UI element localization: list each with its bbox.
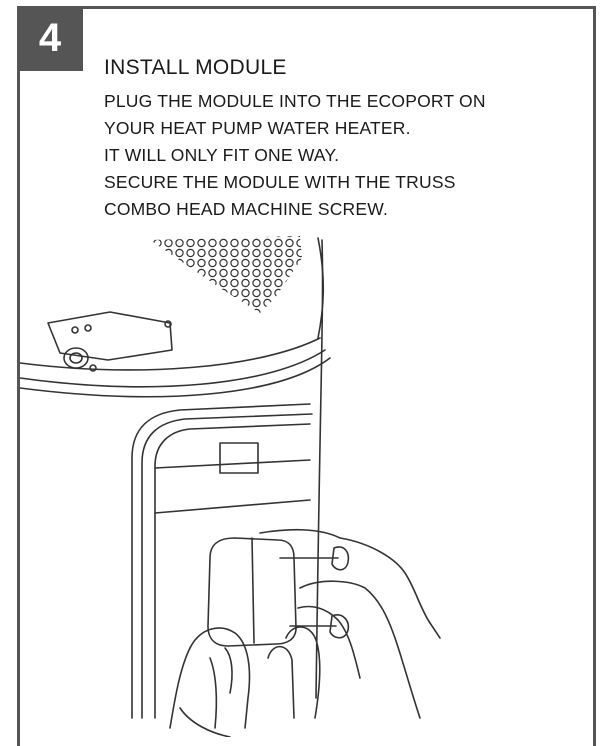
instruction-line: YOUR HEAT PUMP WATER HEATER. <box>104 115 486 142</box>
instruction-line: COMBO HEAD MACHINE SCREW. <box>104 196 486 223</box>
instruction-text: PLUG THE MODULE INTO THE ECOPORT ON YOUR… <box>104 88 486 223</box>
step-number-badge: 4 <box>17 6 83 71</box>
grille-mesh <box>150 236 302 313</box>
instruction-line: IT WILL ONLY FIT ONE WAY. <box>104 142 486 169</box>
module-installation-illustration <box>20 228 595 737</box>
instruction-line: PLUG THE MODULE INTO THE ECOPORT ON <box>104 88 486 115</box>
step-heading: INSTALL MODULE <box>104 56 287 80</box>
instruction-line: SECURE THE MODULE WITH THE TRUSS <box>104 169 486 196</box>
